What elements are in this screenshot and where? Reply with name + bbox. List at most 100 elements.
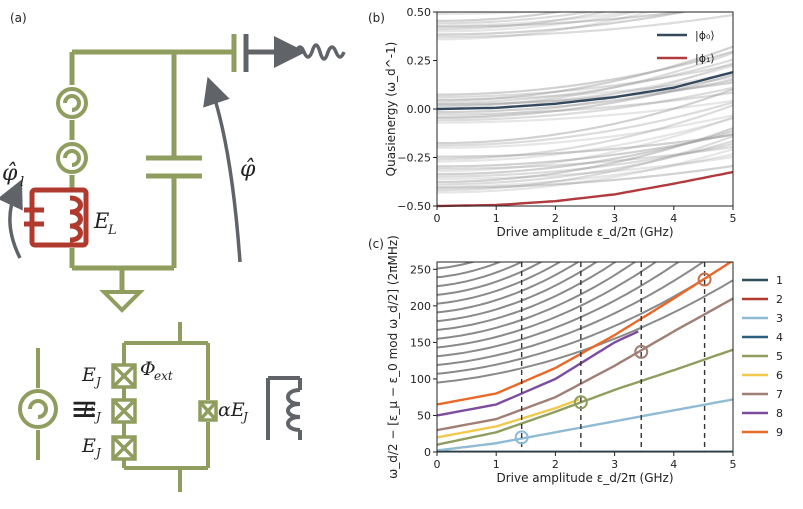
- y-tick-label: 0.00: [407, 103, 432, 116]
- crossing-marker: [573, 395, 588, 410]
- grey-branch-line: [437, 155, 733, 180]
- grey-branch-line: [437, 12, 652, 41]
- grey-branch-line: [437, 129, 733, 176]
- legend-label: 5: [776, 350, 783, 363]
- equivalence-spiral: [18, 348, 58, 460]
- legend-label: 6: [776, 369, 783, 382]
- legend-label: 7: [776, 388, 783, 401]
- grey-branch-line: [437, 164, 733, 189]
- crossing-marker: [514, 430, 529, 445]
- crossing-marker: [697, 272, 712, 287]
- grey-branch-line: [437, 262, 705, 366]
- EJ2-symbol: E: [81, 399, 96, 421]
- EJ3-symbol: E: [81, 435, 96, 457]
- x-tick-label: 4: [670, 458, 677, 471]
- grey-branch-line: [437, 12, 690, 28]
- series-line-0: [436, 70, 734, 111]
- grey-branch-line: [437, 86, 733, 122]
- y-axis-label: Quasienergy (ω_d^-1): [384, 42, 398, 177]
- phi-ext-subscript: ext: [154, 369, 173, 383]
- y-tick-label: 50: [417, 409, 431, 422]
- grey-branch-line: [437, 135, 733, 192]
- grey-branch-line: [437, 104, 733, 161]
- panel-label-b: (b): [368, 11, 385, 25]
- inductor-coil-icon: [266, 376, 302, 440]
- legend-label: 3: [776, 312, 783, 325]
- josephson-junction-3: [111, 435, 137, 461]
- josephson-junction-1: [111, 363, 137, 389]
- grey-branch-line: [437, 133, 733, 158]
- grey-bands: [437, 12, 733, 194]
- alpha-EJ-symbol: αE: [218, 399, 245, 421]
- series-line-6: [437, 398, 580, 439]
- grey-branch-line: [437, 262, 637, 340]
- grey-branch-line: [437, 73, 733, 119]
- y-tick-label: −0.25: [397, 152, 431, 165]
- spiral-element-bottom: [56, 142, 88, 174]
- series-line-3: [437, 398, 733, 452]
- x-tick-label: 0: [434, 458, 441, 471]
- grey-branch-line: [437, 262, 618, 331]
- grey-branch-line: [437, 12, 641, 33]
- legend-label: 1: [776, 274, 783, 287]
- grey-branch-line: [437, 153, 733, 188]
- legend-label: 2: [776, 293, 783, 306]
- x-tick-label: 0: [434, 212, 441, 225]
- josephson-junction-small: [198, 400, 218, 422]
- grey-branch-line: [437, 262, 599, 323]
- grey-branch-line: [437, 127, 733, 183]
- EJ1-subscript: J: [93, 375, 102, 389]
- grey-branch-line: [437, 12, 690, 36]
- y-tick-label: 0.50: [407, 6, 432, 19]
- EL-symbol: E: [93, 209, 109, 233]
- x-tick-label: 5: [730, 212, 737, 225]
- y-tick-label: 150: [410, 336, 431, 349]
- circuit-diagram: [69, 34, 237, 290]
- grey-branch-line: [437, 78, 733, 114]
- grey-branch-line: [437, 142, 733, 178]
- inductor-loop: [24, 187, 89, 248]
- x-tick-label: 3: [611, 458, 618, 471]
- grey-branch-line: [437, 12, 637, 27]
- grey-branch-line: [437, 145, 733, 170]
- grey-branch-line: [437, 262, 544, 296]
- grey-branch-line: [437, 262, 562, 305]
- x-tick-label: 1: [493, 212, 500, 225]
- plot-frame: [436, 261, 734, 453]
- legend-label: 8: [776, 407, 783, 420]
- grey-branch-line: [437, 262, 581, 314]
- EJ1-symbol: E: [81, 364, 96, 386]
- legend: |ϕ₀⟩|ϕ₁⟩: [657, 29, 715, 65]
- series-line-7: [437, 297, 733, 432]
- x-tick-label: 2: [552, 212, 559, 225]
- y-tick-label: 200: [410, 300, 431, 313]
- drive-port: [243, 34, 274, 72]
- panel-label-a: (a): [10, 11, 27, 25]
- grey-branch-line: [437, 61, 733, 118]
- y-tick-label: 0: [424, 446, 431, 459]
- grey-branch-line: [437, 279, 733, 384]
- grey-branch-line: [437, 51, 733, 108]
- grey-branch-line: [437, 81, 733, 106]
- grey-branch-line: [437, 99, 733, 124]
- crossing-marker: [634, 344, 649, 359]
- panel-label-c: (c): [368, 237, 384, 251]
- x-tick-label: 2: [552, 458, 559, 471]
- x-tick-label: 4: [670, 212, 677, 225]
- grey-branch-line: [437, 13, 733, 38]
- series-line-9: [437, 262, 733, 406]
- y-tick-label: 100: [410, 373, 431, 386]
- phi-ext-symbol: Φ: [140, 358, 156, 380]
- grey-branch-line: [437, 116, 733, 173]
- grey-branch-line: [437, 88, 733, 145]
- equivalence-symbol: ≡: [70, 389, 99, 429]
- grey-branch-line: [437, 58, 733, 104]
- phi-symbol: φ̂: [240, 157, 256, 182]
- y-axis-label: ω_d/2 − [ε_μ − ε_0 mod ω_d/2] (2πMHz): [386, 235, 400, 479]
- alpha-EJ-subscript: J: [240, 410, 249, 424]
- legend-label: 9: [776, 426, 783, 439]
- grey-branch-line: [437, 114, 733, 149]
- y-tick-label: −0.50: [397, 200, 431, 213]
- grey-branch-line: [437, 71, 733, 107]
